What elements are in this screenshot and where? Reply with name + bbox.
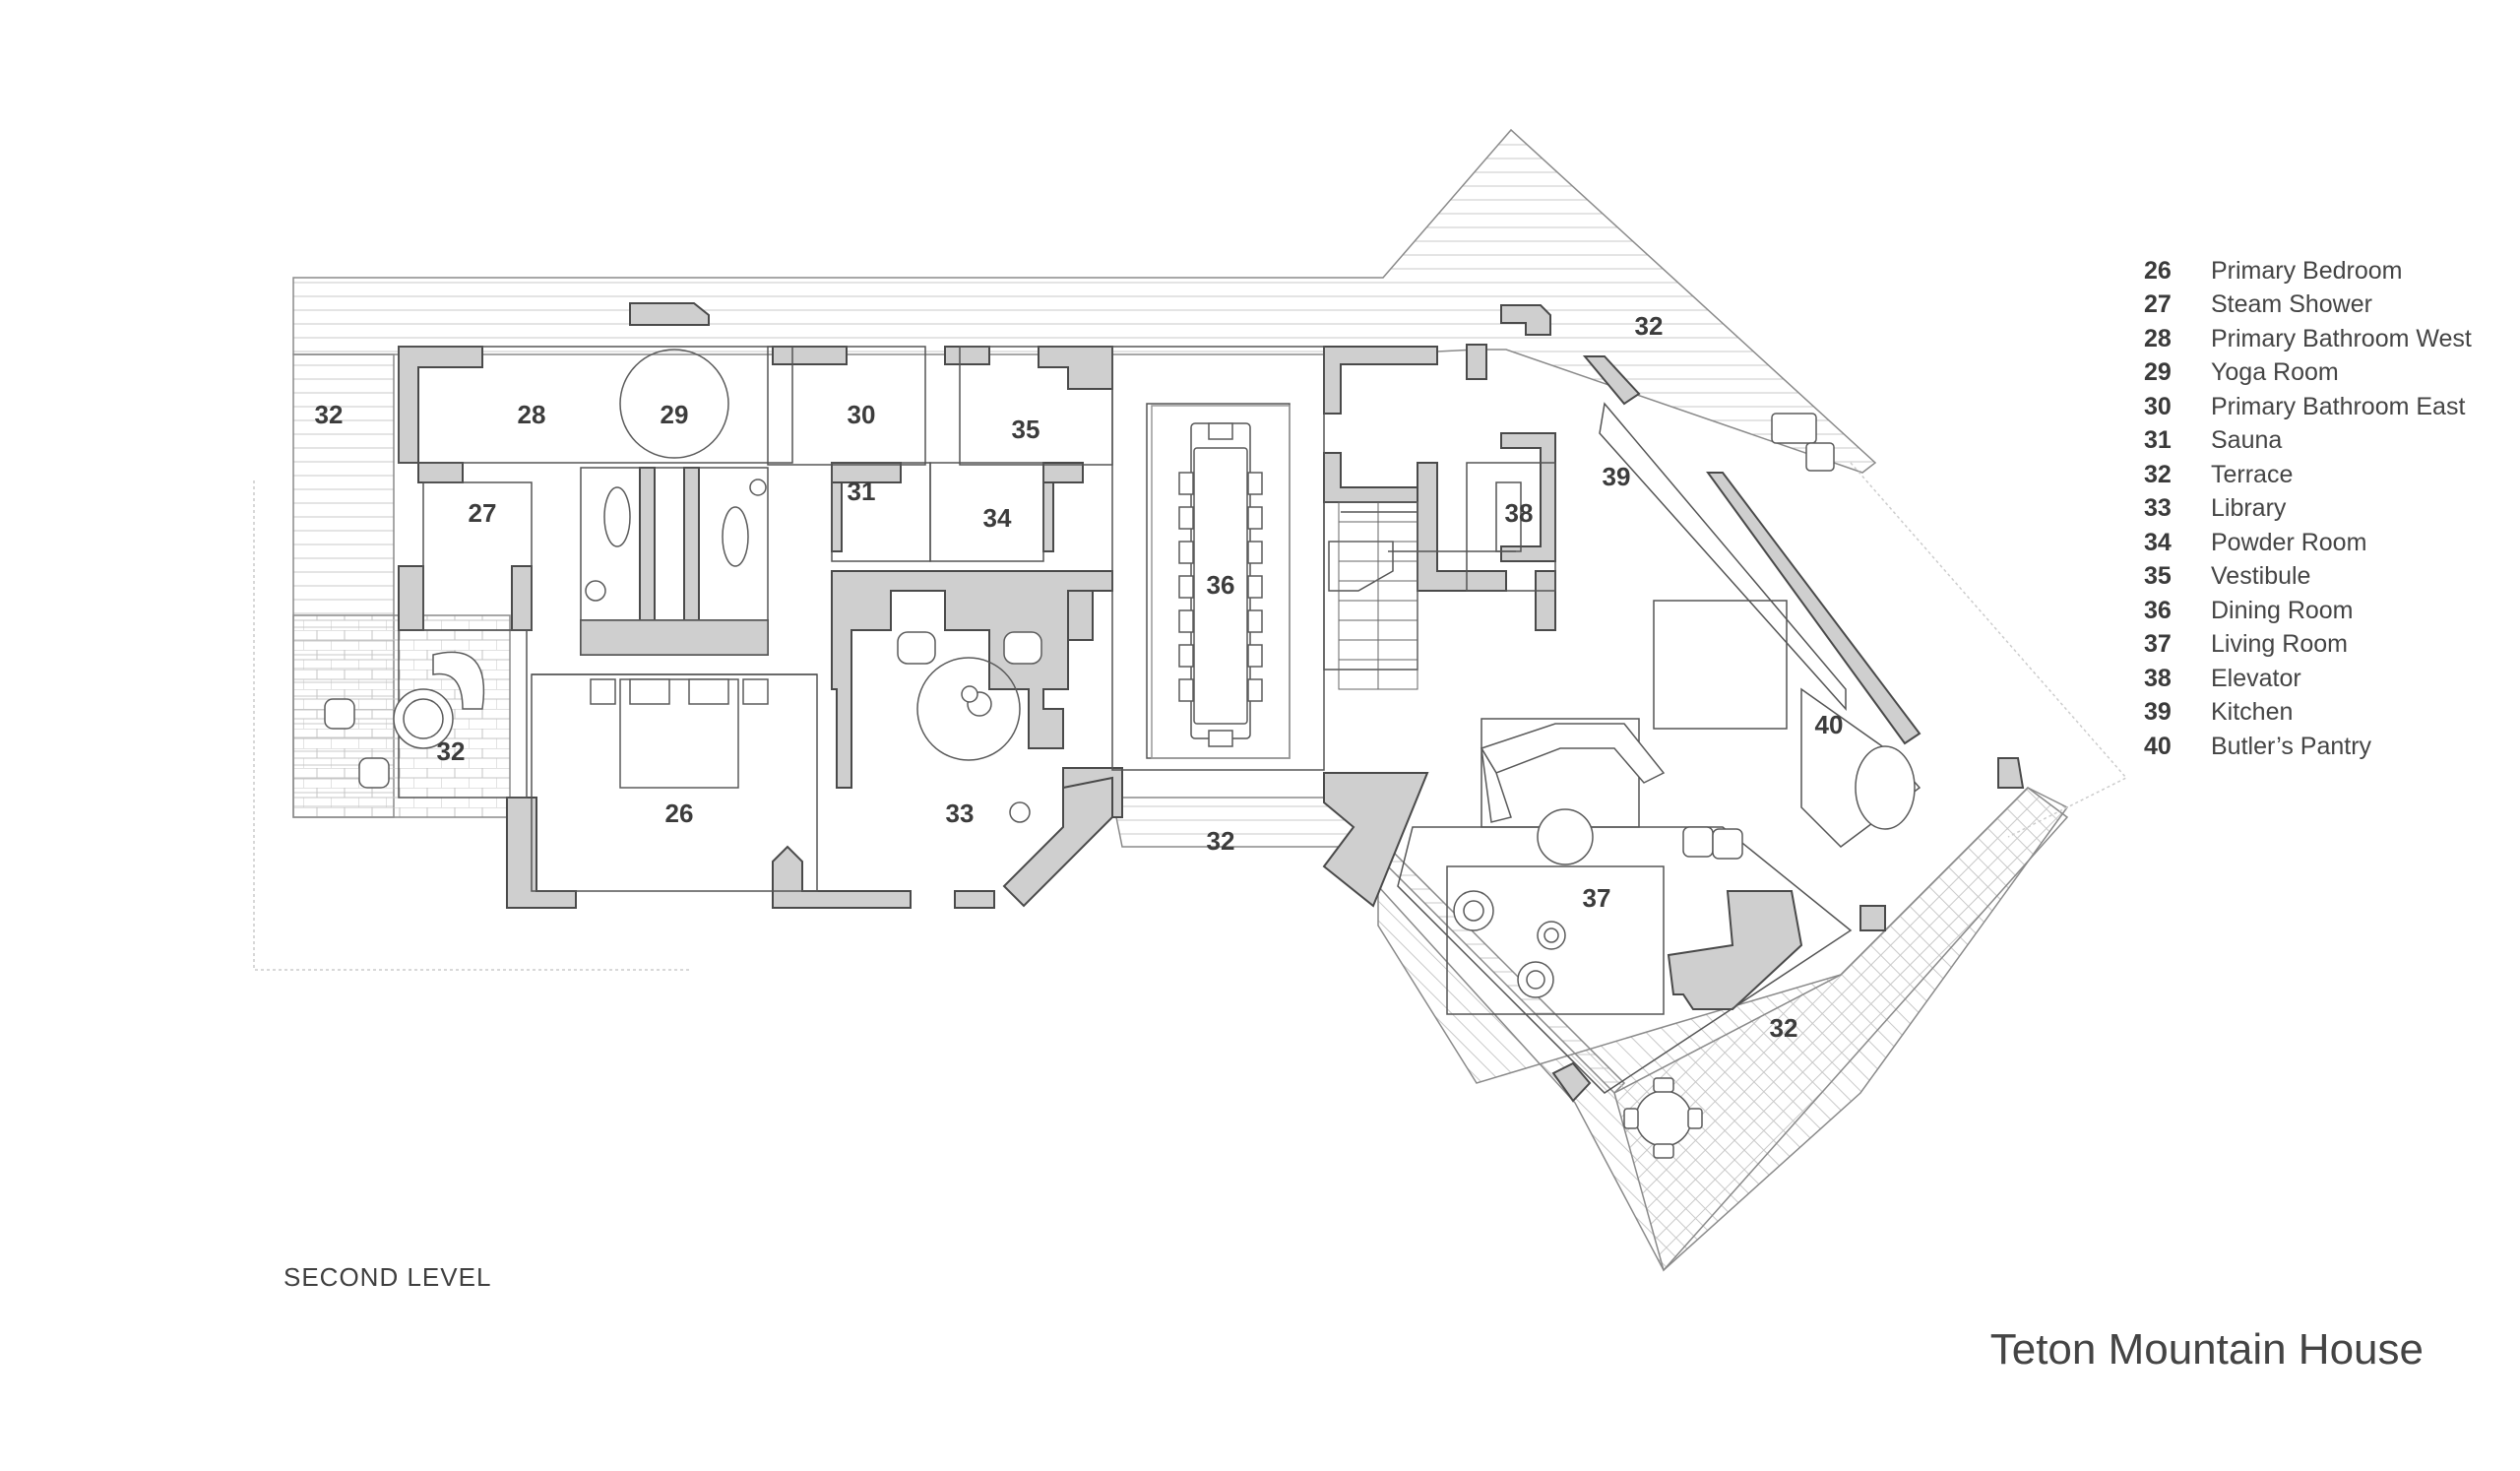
interior-lines xyxy=(398,346,1922,1094)
legend-room-name: Primary Bathroom West xyxy=(2211,324,2472,352)
legend-item: 29 Yoga Room xyxy=(2144,356,2472,391)
legend-item: 34 Powder Room xyxy=(2144,526,2472,560)
legend-number: 31 xyxy=(2144,426,2172,455)
room-label-terrace-ne: 32 xyxy=(1635,311,1664,341)
room-label-terrace-w: 32 xyxy=(437,736,466,766)
legend-item: 30 Primary Bathroom East xyxy=(2144,390,2472,424)
legend-number: 35 xyxy=(2144,562,2172,591)
legend-room-name: Terrace xyxy=(2211,460,2294,488)
legend-item: 39 Kitchen xyxy=(2144,696,2472,731)
legend-number: 32 xyxy=(2144,460,2172,488)
legend-number: 37 xyxy=(2144,630,2172,659)
legend-item: 28 Primary Bathroom West xyxy=(2144,322,2472,356)
legend-item: 26 Primary Bedroom xyxy=(2144,254,2472,288)
room-label-terrace-se: 32 xyxy=(1770,1013,1798,1043)
room-label-living: 37 xyxy=(1583,883,1611,913)
legend-room-name: Dining Room xyxy=(2211,596,2354,624)
legend-item: 35 Vestibule xyxy=(2144,560,2472,595)
legend-room-name: Kitchen xyxy=(2211,698,2294,727)
legend-room-name: Library xyxy=(2211,494,2287,523)
level-label: SECOND LEVEL xyxy=(284,1262,492,1292)
room-label-steam: 27 xyxy=(469,498,497,528)
legend-item: 32 Terrace xyxy=(2144,458,2472,492)
legend-item: 27 Steam Shower xyxy=(2144,288,2472,323)
legend-room-name: Sauna xyxy=(2211,426,2283,455)
legend-number: 29 xyxy=(2144,358,2172,387)
legend-number: 36 xyxy=(2144,596,2172,624)
legend-room-name: Vestibule xyxy=(2211,562,2311,591)
room-label-elevator: 38 xyxy=(1505,498,1534,528)
room-label-bath-east: 30 xyxy=(848,400,876,429)
room-label-terrace-nw: 32 xyxy=(315,400,344,429)
legend-number: 34 xyxy=(2144,528,2172,556)
legend-item: 40 Butler’s Pantry xyxy=(2144,730,2472,764)
legend-room-name: Butler’s Pantry xyxy=(2211,732,2372,760)
misc-furniture xyxy=(324,349,1916,1159)
legend-room-name: Elevator xyxy=(2211,664,2301,692)
legend-room-name: Yoga Room xyxy=(2211,358,2339,387)
legend-number: 39 xyxy=(2144,698,2172,727)
room-label-dining: 36 xyxy=(1207,570,1235,600)
legend-item: 37 Living Room xyxy=(2144,628,2472,663)
legend-item: 33 Library xyxy=(2144,492,2472,527)
legend-room-name: Primary Bathroom East xyxy=(2211,392,2466,420)
legend-number: 40 xyxy=(2144,732,2172,760)
room-label-powder: 34 xyxy=(983,503,1012,533)
room-label-pantry: 40 xyxy=(1815,710,1844,739)
living-sofa xyxy=(1480,723,1666,823)
legend-item: 31 Sauna xyxy=(2144,424,2472,459)
room-label-yoga: 29 xyxy=(661,400,689,429)
legend-number: 28 xyxy=(2144,324,2172,352)
legend-room-name: Living Room xyxy=(2211,630,2348,659)
legend-room-name: Primary Bedroom xyxy=(2211,256,2403,285)
legend-number: 38 xyxy=(2144,664,2172,692)
project-title: Teton Mountain House xyxy=(1989,1325,2424,1374)
dining-table xyxy=(1151,405,1291,759)
room-label-vestibule: 35 xyxy=(1012,415,1040,444)
room-label-bedroom: 26 xyxy=(665,799,694,828)
stair xyxy=(1338,501,1418,690)
legend-item: 36 Dining Room xyxy=(2144,594,2472,628)
room-label-library: 33 xyxy=(946,799,975,828)
legend-number: 30 xyxy=(2144,392,2172,420)
legend-number: 27 xyxy=(2144,290,2172,319)
legend-item: 38 Elevator xyxy=(2144,662,2472,696)
bedroom-furniture xyxy=(580,619,769,789)
legend-number: 26 xyxy=(2144,256,2172,285)
legend-number: 33 xyxy=(2144,494,2172,523)
room-label-kitchen: 39 xyxy=(1603,462,1631,491)
room-label-sauna: 31 xyxy=(848,477,876,506)
room-labels: 32 28 29 30 35 32 27 31 34 38 39 36 40 3… xyxy=(315,311,1844,1043)
room-label-terrace-s: 32 xyxy=(1207,826,1235,856)
legend-room-name: Powder Room xyxy=(2211,528,2367,556)
room-label-bath-west: 28 xyxy=(518,400,546,429)
legend-room-name: Steam Shower xyxy=(2211,290,2372,319)
